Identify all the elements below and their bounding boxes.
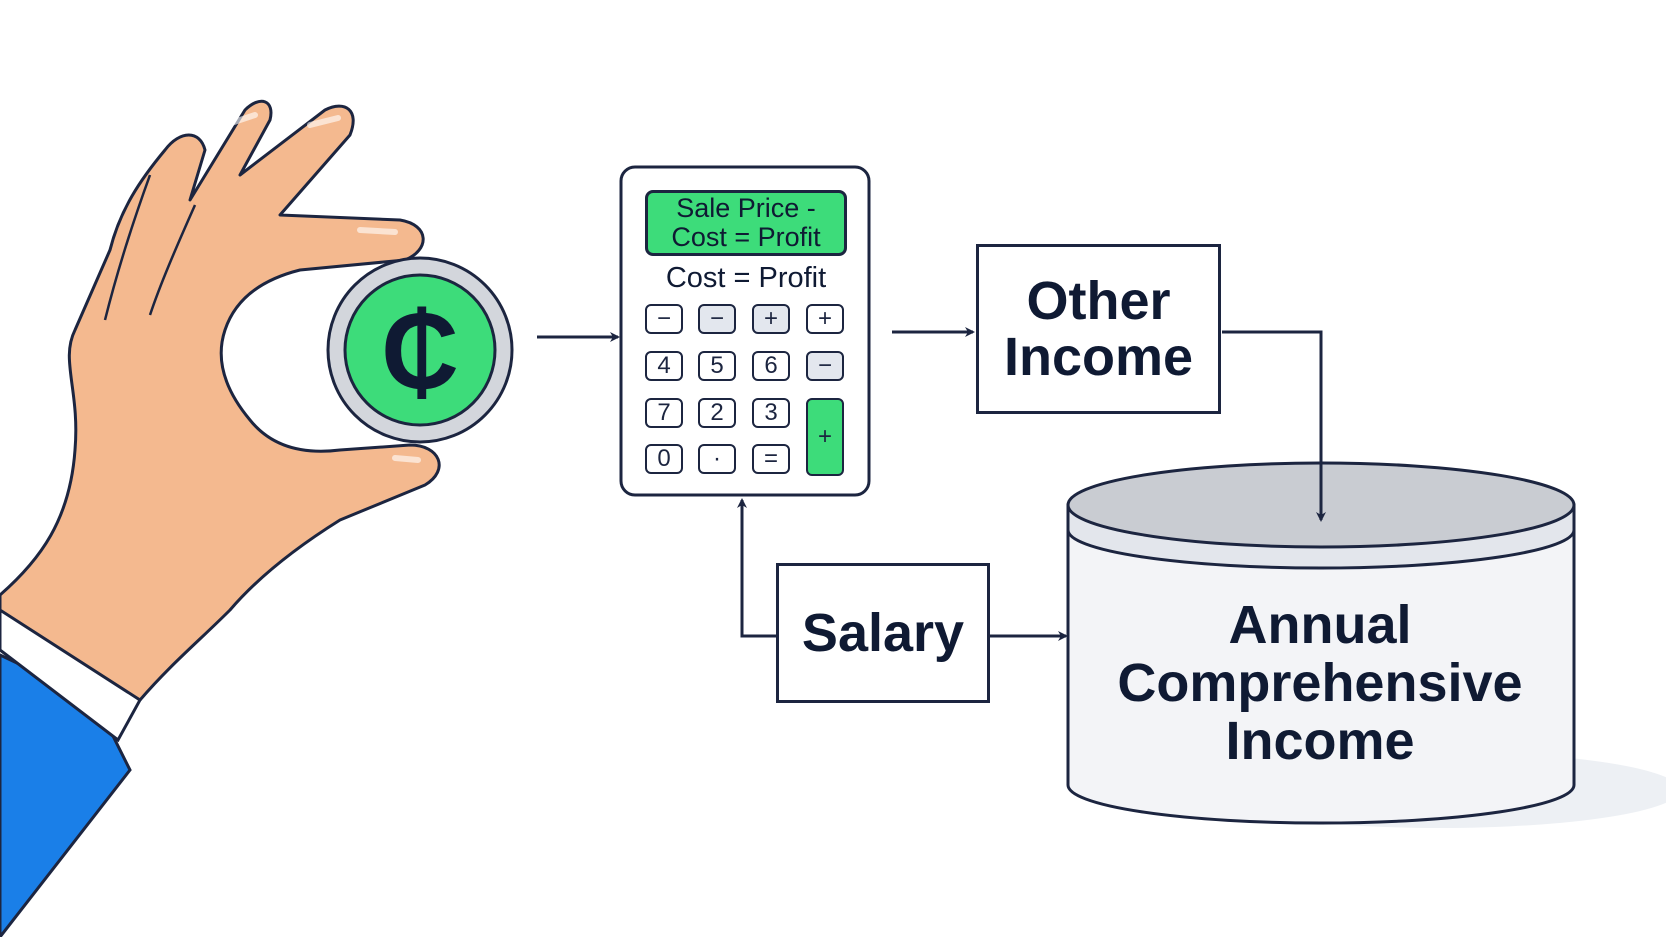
calc-key: +: [752, 304, 790, 334]
other-income-line1: Other: [1026, 271, 1171, 331]
calc-key: 0: [645, 444, 683, 474]
calc-key: +: [806, 398, 844, 476]
calc-key: 4: [645, 351, 683, 381]
hand-illustration: [0, 99, 441, 702]
other-income-box: Other Income: [976, 244, 1221, 414]
calc-key: ·: [698, 444, 736, 474]
annual-income-line2: Comprehensive: [1117, 653, 1523, 713]
arrow-other-income-to-annual: [1222, 330, 1326, 522]
calc-key: −: [698, 304, 736, 334]
calc-key: 2: [698, 398, 736, 428]
annual-income-line1: Annual: [1228, 595, 1412, 655]
calculator-display-line1: Sale Price -: [676, 193, 816, 223]
calc-key: −: [806, 351, 844, 381]
calculator-display-line2: Cost = Profit: [671, 222, 821, 252]
salary-box: Salary: [776, 563, 990, 703]
annual-income-label: Annual Comprehensive Income: [1070, 596, 1570, 770]
other-income-line2: Income: [1003, 327, 1194, 387]
salary-label: Salary: [801, 603, 965, 663]
calculator-display: Sale Price - Cost = Profit: [645, 190, 847, 256]
coin-symbol: ₵: [381, 289, 459, 411]
calc-key: 6: [752, 351, 790, 381]
calculator-subtext: Cost = Profit: [665, 262, 827, 294]
calc-key: 5: [698, 351, 736, 381]
calc-key: 7: [645, 398, 683, 428]
calc-key: =: [752, 444, 790, 474]
cylinder-shape: [1066, 461, 1666, 828]
arrow-salary-to-calculator: [737, 498, 776, 638]
coin-icon: [326, 256, 514, 444]
calc-key: −: [645, 304, 683, 334]
calc-key: +: [806, 304, 844, 334]
calc-key: 3: [752, 398, 790, 428]
annual-income-line3: Income: [1225, 711, 1415, 771]
